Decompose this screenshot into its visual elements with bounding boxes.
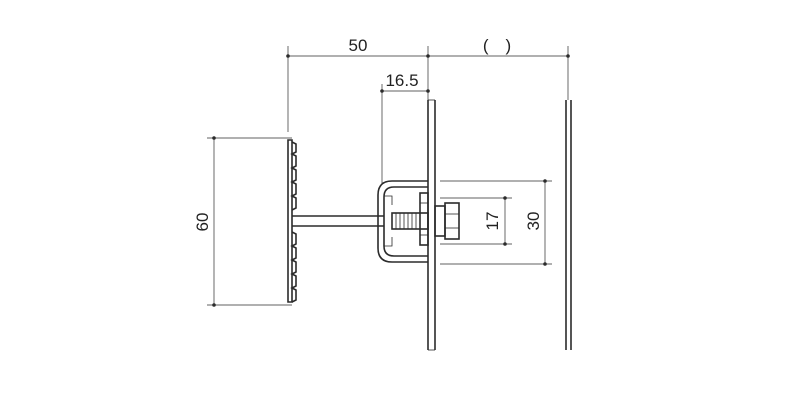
dim-16-5-label: 16.5 [385,71,418,90]
dim-30-label: 30 [524,212,543,231]
dimension-height: 60 [193,136,292,307]
dim-17-label: 17 [483,212,502,231]
h-profile [287,139,378,303]
channel-clip [377,180,428,263]
dim-50-label: 50 [349,36,368,55]
panel-right [565,100,572,350]
dimension-outer: 30 [440,179,552,266]
dimension-offset: 16.5 [380,71,430,185]
dim-60-label: 60 [193,213,212,232]
bolt-assembly [391,192,460,246]
dimension-inner: 17 [440,196,512,246]
dim-gap-label: ( ) [483,36,511,55]
dimension-top: 50 ( ) [286,36,570,132]
panel-left [427,99,436,351]
